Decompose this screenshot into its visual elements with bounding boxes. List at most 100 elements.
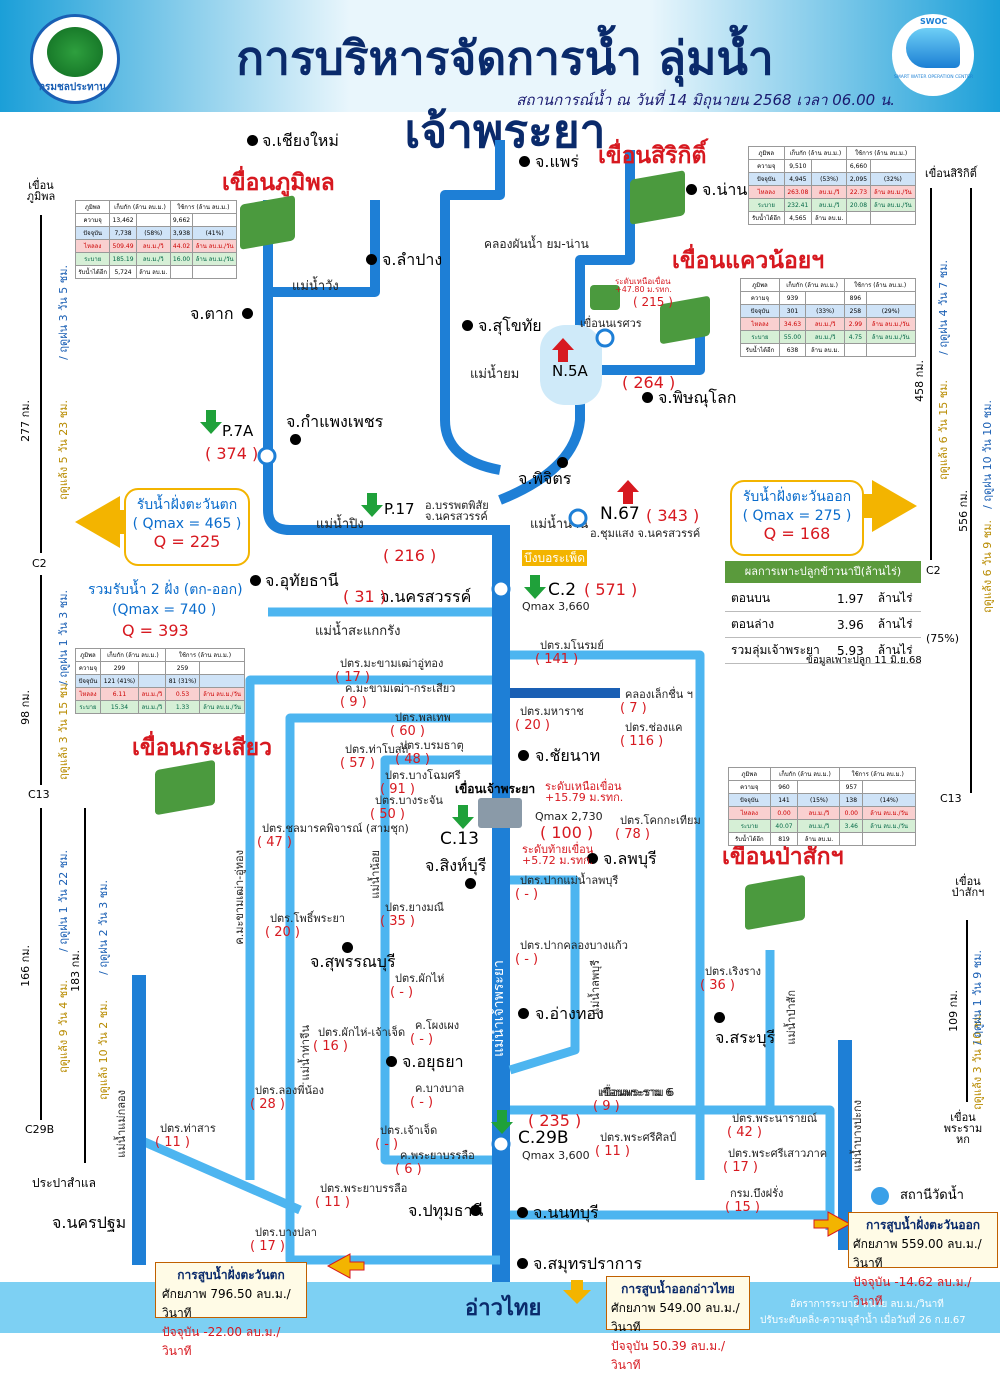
wang-river — [268, 200, 380, 297]
right-scale-line-2 — [970, 188, 972, 793]
sirikit-table-cell: ไหลลง — [748, 185, 785, 199]
regulator-name: ค.โผงเผง — [415, 1019, 460, 1032]
bhumibol-table-cell: ลบ.ม./วิ — [135, 239, 171, 253]
left-scale-line-3 — [40, 808, 42, 1120]
station-p17-flow: ( 216 ) — [383, 546, 437, 565]
east-intake-arrow — [827, 480, 917, 532]
regulator-name: ปตร.มะขามเฒ่าอู่ทอง — [340, 657, 444, 670]
swoc-logo-text: SWOC — [920, 17, 948, 26]
regulator-flow: ( 50 ) — [370, 807, 405, 822]
pasak-dam-label: เขื่อนป่าสักฯ — [722, 844, 844, 870]
swoc-logo: SWOC SMART WATER OPERATION CENTER — [892, 14, 974, 96]
left-c13: C13 — [28, 788, 50, 801]
province-dot-nonthaburi — [517, 1207, 528, 1218]
province-dot-kamphaeng — [290, 434, 301, 445]
sirikit-table-cell: ปัจจุบัน — [748, 172, 785, 186]
regulator-name: ปตร.ชลมารคพิจารณ์ (สามชุก) — [262, 822, 409, 835]
right-scale-line-3 — [966, 920, 968, 1102]
water-station-naresuan — [595, 328, 615, 348]
regulator-flow: ( 36 ) — [700, 978, 735, 993]
pasak-table-cell: ล้าน ลบ.ม./วัน — [862, 806, 916, 820]
station-arrows — [75, 328, 917, 1304]
sakaekrang-river-label: แม่น้ำสะแกกรัง — [315, 624, 401, 639]
left-t4b: / ฤดูฝน 2 วัน 3 ชม. — [97, 880, 110, 975]
regulator-name: ปตร.ท่าสาร — [160, 1122, 216, 1135]
left-t4a: ฤดูแล้ง 10 วัน 2 ชม. — [97, 1000, 110, 1100]
regulator-flow: ( - ) — [515, 887, 539, 902]
khwae-table-cell: 301 — [778, 304, 807, 318]
bueng-boraphet-label: บึงบอระเพ็ด — [522, 550, 587, 566]
pasak-table-cell: ระบาย — [728, 819, 771, 833]
province-kamphaeng: จ.กำแพงเพชร — [286, 412, 384, 431]
bhumibol-table-cell: ล้าน ลบ.ม. — [135, 265, 171, 279]
yom-river — [440, 140, 505, 475]
station-n5a-flow: ( 264 ) — [622, 373, 676, 392]
krasiao-table-cell: 15.34 — [99, 700, 140, 714]
regulator-name: ปตร.ยางมณี — [385, 901, 444, 914]
province-dot-samutprakan — [517, 1258, 528, 1269]
water-station-p7a — [257, 446, 277, 466]
khwae-dam-label: เขื่อนแควน้อยฯ — [672, 248, 825, 274]
crop-cell: 1.97 — [831, 586, 872, 612]
gulf-label: อ่าวไทย — [465, 1296, 542, 1321]
province-uthai: จ.อุทัยธานี — [265, 571, 339, 590]
krasiao-table-cell: 1.33 — [164, 700, 201, 714]
water-station-c29b — [491, 1134, 511, 1154]
naresuan-level: ระดับเหนือเขื่อน +47.80 ม.รทก. — [615, 277, 672, 294]
regulator-name: ปตร.ผักไห่ — [395, 972, 445, 985]
east-intake-q: Q = 168 — [763, 524, 831, 543]
east-intake-box: รับน้ำฝั่งตะวันออก ( Qmax = 275 ) Q = 16… — [730, 480, 864, 556]
station-p17-loc: อ.บรรพตพิสัย จ.นครสวรรค์ — [425, 499, 489, 523]
province-samutprakan: จ.สมุทรปราการ — [533, 1254, 642, 1273]
province-dot-lopburi — [587, 853, 598, 864]
gulf-pump-cap-label: ศักยภาพ — [611, 1301, 656, 1315]
chaophraya-upstream-level: ระดับเหนือเขื่อน +15.79 ม.รทก. — [545, 780, 624, 804]
station-p7a-flow: ( 374 ) — [205, 444, 259, 463]
makham-canal — [245, 675, 492, 1180]
gulf-pump-cur-label: ปัจจุบัน — [611, 1339, 649, 1353]
province-dot-angthong — [518, 1008, 529, 1019]
regulator-flow: ( 11 ) — [315, 1195, 350, 1210]
footnote-1: อัตราการระบาย หน่วย ลบ.ม./วินาที — [790, 1299, 944, 1310]
c2-down-arrow — [524, 575, 546, 599]
province-dot-chainat — [518, 750, 529, 761]
west-pump-cur-label: ปัจจุบัน — [162, 1325, 200, 1339]
lopburi-river — [508, 875, 580, 1075]
west-intake-arrow — [75, 496, 165, 548]
pasak-table-cell: (15%) — [797, 793, 841, 807]
regulator-flow: ( 47 ) — [257, 835, 292, 850]
regulator-name: ค.บางบาล — [415, 1082, 465, 1095]
regulator-flow: ( - ) — [410, 1032, 434, 1047]
legend-label: สถานีวัดน้ำ — [900, 1188, 964, 1203]
sirikit-table-cell: ล้าน ลบ.ม./วัน — [869, 198, 917, 212]
west-intake-title: รับน้ำฝั่งตะวันตก — [136, 497, 238, 513]
province-phichit: จ.พิจิตร — [518, 469, 572, 488]
left-t1a: ฤดูแล้ง 5 วัน 23 ชม. — [57, 400, 70, 500]
regulator-flow: ( 9 ) — [593, 1099, 620, 1114]
lek-chuen-canal — [510, 688, 620, 698]
left-bottom: ประปาสำแล — [32, 1176, 97, 1190]
pasak-table-cell: ลบ.ม./วิ — [797, 819, 841, 833]
krasiao-table-cell: 6.11 — [99, 687, 140, 701]
regulator-name: ปตร.ปากคลองบางแก้ว — [520, 939, 628, 952]
station-p17-code: P.17 — [384, 500, 415, 518]
right-km1: 458 กม. — [913, 360, 926, 402]
ping-river — [263, 200, 500, 535]
west-intake-q: Q = 225 — [153, 532, 221, 551]
bhumibol-table-cell: ลบ.ม./วิ — [135, 252, 171, 266]
province-dot-tak — [242, 308, 253, 319]
west-intake-box: รับน้ำฝั่งตะวันตก ( Qmax = 465 ) Q = 225 — [124, 488, 250, 566]
yomnan-canal-label: คลองผันน้ำ ยม-น่าน — [484, 237, 589, 251]
regulator-name: ปตร.พระศรีศิลป์ — [600, 1131, 677, 1144]
left-c29b: C29B — [25, 1123, 55, 1136]
khwae-table-cell: ลบ.ม./วิ — [805, 317, 846, 331]
bangpakong-river — [838, 1040, 852, 1250]
station-c13-flow: ( 100 ) — [540, 823, 594, 842]
station-n67-code: N.67 — [600, 504, 640, 524]
p7a-down-arrow — [200, 410, 222, 434]
regulator-name: ปตร.มหาราช — [520, 705, 584, 718]
sirikit-table-cell: ล้าน ลบ.ม. — [811, 211, 848, 225]
khwae-table-cell — [844, 343, 867, 357]
gulf-pump-title: การสูบน้ำออกอ่าวไทย — [621, 1282, 735, 1296]
